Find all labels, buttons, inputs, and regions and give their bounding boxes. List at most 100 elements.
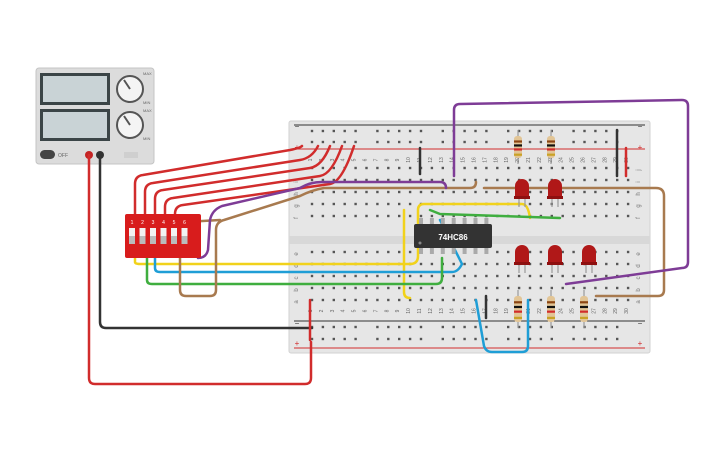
rail-hole[interactable]	[408, 337, 412, 341]
breadboard-hole[interactable]	[528, 250, 532, 254]
breadboard-hole[interactable]	[376, 298, 379, 302]
ic-chip[interactable]: 74HC86	[414, 218, 492, 254]
rail-hole[interactable]	[594, 325, 597, 329]
breadboard-hole[interactable]	[430, 286, 434, 290]
breadboard-hole[interactable]	[539, 190, 543, 194]
breadboard-hole[interactable]	[594, 298, 597, 302]
purple-wire[interactable]	[196, 180, 448, 260]
breadboard-hole[interactable]	[583, 178, 586, 182]
power-switch[interactable]	[40, 150, 55, 159]
rail-hole[interactable]	[539, 140, 543, 144]
rail-hole[interactable]	[550, 337, 553, 341]
breadboard-hole[interactable]	[408, 274, 412, 278]
breadboard-hole[interactable]	[365, 178, 368, 182]
breadboard-hole[interactable]	[474, 166, 477, 170]
breadboard-hole[interactable]	[419, 298, 423, 302]
breadboard-hole[interactable]	[528, 202, 532, 206]
breadboard-hole[interactable]	[332, 274, 335, 278]
breadboard-hole[interactable]	[539, 274, 543, 278]
rail-hole[interactable]	[354, 140, 357, 144]
breadboard-hole[interactable]	[561, 286, 564, 290]
breadboard-hole[interactable]	[485, 178, 488, 182]
rail-hole[interactable]	[441, 129, 444, 133]
breadboard-hole[interactable]	[626, 178, 630, 182]
rail-hole[interactable]	[376, 140, 379, 144]
breadboard-hole[interactable]	[419, 262, 423, 266]
breadboard-hole[interactable]	[485, 286, 488, 290]
breadboard-hole[interactable]	[616, 214, 619, 218]
resistor[interactable]	[514, 290, 522, 328]
breadboard-hole[interactable]	[321, 178, 325, 182]
breadboard-hole[interactable]	[496, 262, 499, 266]
breadboard-hole[interactable]	[343, 298, 346, 302]
rail-hole[interactable]	[539, 129, 543, 133]
black-ground-wire[interactable]	[98, 153, 314, 330]
breadboard-hole[interactable]	[430, 190, 434, 194]
breadboard-hole[interactable]	[365, 298, 368, 302]
breadboard-hole[interactable]	[528, 190, 532, 194]
breadboard-hole[interactable]	[387, 274, 390, 278]
breadboard-hole[interactable]	[430, 166, 434, 170]
breadboard-hole[interactable]	[387, 190, 390, 194]
breadboard-hole[interactable]	[626, 250, 630, 254]
breadboard-hole[interactable]	[376, 250, 379, 254]
breadboard-hole[interactable]	[387, 298, 390, 302]
breadboard-hole[interactable]	[572, 250, 575, 254]
breadboard-hole[interactable]	[321, 250, 325, 254]
breadboard-hole[interactable]	[321, 298, 325, 302]
breadboard-hole[interactable]	[398, 250, 401, 254]
rail-hole[interactable]	[583, 337, 586, 341]
rail-hole[interactable]	[594, 337, 597, 341]
breadboard-hole[interactable]	[507, 166, 510, 170]
breadboard-hole[interactable]	[430, 298, 434, 302]
rail-hole[interactable]	[485, 129, 488, 133]
breadboard-hole[interactable]	[408, 178, 412, 182]
breadboard-hole[interactable]	[441, 214, 444, 218]
rail-hole[interactable]	[343, 129, 346, 133]
rail-hole[interactable]	[605, 325, 608, 329]
breadboard-hole[interactable]	[354, 190, 357, 194]
breadboard-hole[interactable]	[398, 298, 401, 302]
breadboard-hole[interactable]	[550, 274, 553, 278]
breadboard-hole[interactable]	[485, 190, 488, 194]
led[interactable]	[547, 245, 563, 273]
breadboard-hole[interactable]	[332, 178, 335, 182]
rail-hole[interactable]	[408, 325, 412, 329]
breadboard-hole[interactable]	[474, 286, 477, 290]
breadboard-hole[interactable]	[626, 190, 630, 194]
breadboard-hole[interactable]	[310, 250, 314, 254]
breadboard-hole[interactable]	[605, 286, 608, 290]
rail-hole[interactable]	[583, 140, 586, 144]
breadboard-hole[interactable]	[539, 298, 543, 302]
breadboard-hole[interactable]	[561, 298, 564, 302]
rail-hole[interactable]	[605, 129, 608, 133]
breadboard-hole[interactable]	[605, 298, 608, 302]
rail-hole[interactable]	[419, 129, 423, 133]
breadboard-hole[interactable]	[626, 286, 630, 290]
rail-hole[interactable]	[419, 140, 423, 144]
breadboard-hole[interactable]	[539, 214, 543, 218]
rail-hole[interactable]	[332, 129, 335, 133]
rail-hole[interactable]	[517, 129, 521, 133]
rail-hole[interactable]	[517, 325, 521, 329]
breadboard-hole[interactable]	[354, 250, 357, 254]
breadboard-hole[interactable]	[354, 166, 357, 170]
breadboard-hole[interactable]	[332, 190, 335, 194]
rail-hole[interactable]	[419, 325, 423, 329]
breadboard-hole[interactable]	[419, 274, 423, 278]
rail-hole[interactable]	[408, 140, 412, 144]
breadboard-hole[interactable]	[561, 214, 564, 218]
rail-hole[interactable]	[452, 337, 455, 341]
breadboard-hole[interactable]	[343, 250, 346, 254]
rail-hole[interactable]	[485, 325, 488, 329]
breadboard-hole[interactable]	[572, 190, 575, 194]
breadboard-hole[interactable]	[387, 166, 390, 170]
rail-hole[interactable]	[463, 337, 466, 341]
breadboard-hole[interactable]	[528, 286, 532, 290]
resistor[interactable]	[514, 130, 522, 164]
breadboard-hole[interactable]	[550, 286, 553, 290]
breadboard-hole[interactable]	[408, 166, 412, 170]
rail-hole[interactable]	[474, 325, 477, 329]
led[interactable]	[514, 245, 530, 273]
breadboard-hole[interactable]	[605, 166, 608, 170]
